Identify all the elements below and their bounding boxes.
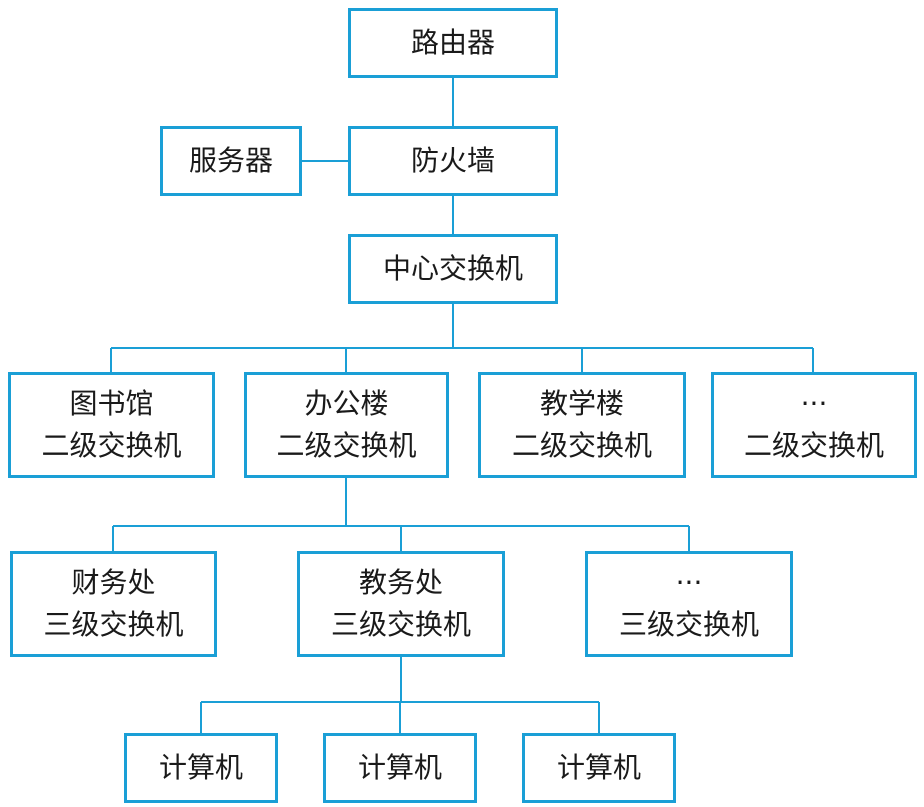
academic-switch-name: 教务处 (358, 566, 443, 599)
more-l3-switch-type: 三级交换机 (618, 608, 759, 641)
teaching-switch-type: 二级交换机 (511, 429, 652, 462)
teaching-switch-name: 教学楼 (539, 387, 624, 420)
more-l3-switch-ellipsis: ··· (675, 566, 703, 599)
office-switch-box: 办公楼 二级交换机 (244, 372, 449, 478)
computer-1-box: 计算机 (124, 733, 278, 803)
library-switch-name: 图书馆 (69, 387, 154, 420)
server-box: 服务器 (160, 126, 302, 196)
computer-2-box: 计算机 (323, 733, 477, 803)
academic-switch-box: 教务处 三级交换机 (297, 551, 505, 657)
office-switch-type: 二级交换机 (276, 429, 417, 462)
server-label: 服务器 (188, 144, 273, 177)
core-switch-box: 中心交换机 (348, 234, 558, 304)
more-l3-switch-box: ··· 三级交换机 (585, 551, 793, 657)
more-l2-switch-type: 二级交换机 (743, 429, 884, 462)
more-l2-switch-box: ··· 二级交换机 (711, 372, 917, 478)
computer-1-label: 计算机 (158, 751, 243, 784)
finance-switch-type: 三级交换机 (43, 608, 184, 641)
finance-switch-box: 财务处 三级交换机 (10, 551, 217, 657)
library-switch-type: 二级交换机 (41, 429, 182, 462)
router-box: 路由器 (348, 8, 558, 78)
academic-switch-type: 三级交换机 (330, 608, 471, 641)
firewall-box: 防火墙 (348, 126, 558, 196)
more-l2-switch-ellipsis: ··· (800, 387, 828, 420)
core-switch-label: 中心交换机 (382, 252, 523, 285)
finance-switch-name: 财务处 (71, 566, 156, 599)
computer-2-label: 计算机 (357, 751, 442, 784)
teaching-switch-box: 教学楼 二级交换机 (478, 372, 686, 478)
computer-3-box: 计算机 (522, 733, 676, 803)
router-label: 路由器 (410, 26, 495, 59)
library-switch-box: 图书馆 二级交换机 (8, 372, 215, 478)
firewall-label: 防火墙 (410, 144, 495, 177)
computer-3-label: 计算机 (556, 751, 641, 784)
office-switch-name: 办公楼 (304, 387, 389, 420)
